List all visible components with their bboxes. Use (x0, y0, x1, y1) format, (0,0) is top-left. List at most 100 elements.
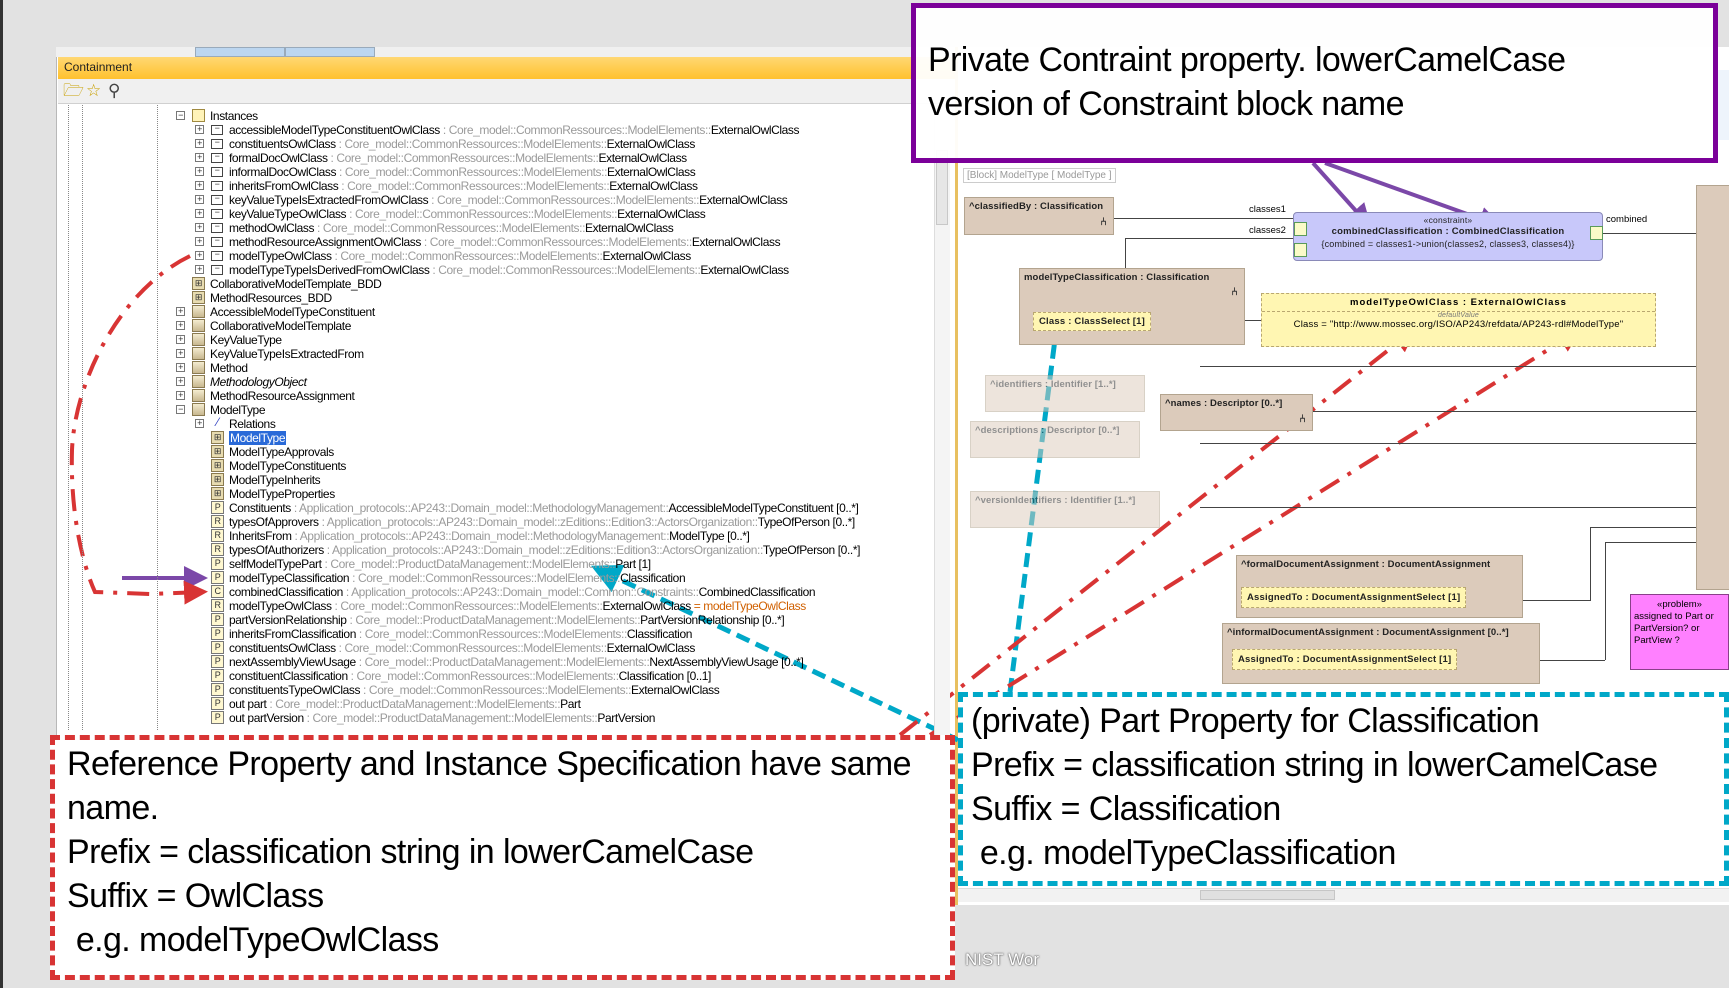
constraint-property[interactable]: «constraint» combinedClassification : Co… (1293, 212, 1603, 261)
port-classes1[interactable] (1294, 222, 1307, 236)
diagram-icon: ⊞ (211, 487, 224, 500)
element-name: typesOfApprovers (229, 515, 319, 529)
fork-icon: ⑃ (1100, 216, 1107, 228)
expand-icon[interactable]: + (195, 237, 204, 246)
part-property-icon: P (211, 697, 224, 710)
element-name: AccessibleModelTypeConstituent (210, 305, 375, 319)
tree-row-label: inheritsFromOwlClass : Core_model::Commo… (229, 179, 698, 193)
expand-icon[interactable]: + (195, 209, 204, 218)
element-name: Method (210, 361, 248, 375)
version-identifiers-part[interactable]: ^versionIdentifiers : Identifier [1..*] (970, 491, 1160, 528)
part-property-icon: P (211, 655, 224, 668)
instance-icon: − (211, 166, 223, 177)
assigned-to-slot[interactable]: AssignedTo : DocumentAssignmentSelect [1… (1232, 649, 1458, 670)
element-type: : Core_model::CommonRessources::ModelEle… (335, 137, 696, 151)
open-folder-icon[interactable]: 🗁 (63, 81, 85, 100)
names-part[interactable]: ^names : Descriptor [0..*] ⑃ (1160, 394, 1313, 431)
tree-guide (82, 105, 83, 730)
tree-row-label: KeyValueTypeIsExtractedFrom (210, 347, 364, 361)
collapse-icon[interactable]: − (176, 111, 185, 120)
panel-tab[interactable] (195, 47, 285, 57)
port-combined[interactable] (1590, 226, 1603, 240)
problem-note[interactable]: «problem» assigned to Part or PartVersio… (1630, 594, 1729, 670)
callout-line: e.g. modelTypeClassification (971, 834, 1397, 872)
expand-icon[interactable]: + (176, 377, 185, 386)
tree-row-label: nextAssemblyViewUsage : Core_model::Prod… (229, 655, 804, 669)
expand-icon[interactable]: + (176, 363, 185, 372)
diagram-icon: ⊞ (211, 431, 224, 444)
tree-row-label: MethodResourceAssignment (210, 389, 355, 403)
tree-row-label: typesOfAuthorizers : Application_protoco… (229, 543, 860, 557)
tree-row-label: methodOwlClass : Core_model::CommonResso… (229, 221, 674, 235)
callout-line: Prefix = classification string in lowerC… (67, 833, 754, 871)
expand-icon[interactable]: + (195, 195, 204, 204)
element-name: ModelTypeApprovals (229, 445, 334, 459)
note-text: assigned to Part or PartVersion? or Part… (1634, 611, 1714, 646)
tree-row-label: AccessibleModelTypeConstituent (210, 305, 375, 319)
expand-icon[interactable]: + (195, 223, 204, 232)
tree-row-label: constituentsOwlClass : Core_model::Commo… (229, 641, 695, 655)
collapse-icon[interactable]: − (176, 405, 185, 414)
tree-row-label: inheritsFromClassification : Core_model:… (229, 627, 692, 641)
element-name: ModelTypeInherits (229, 473, 321, 487)
expand-icon[interactable]: + (176, 335, 185, 344)
assigned-to-slot[interactable]: AssignedTo : DocumentAssignmentSelect [1… (1241, 587, 1467, 608)
part-property-icon: P (211, 557, 224, 570)
connector (1313, 411, 1696, 412)
expand-icon[interactable]: + (195, 265, 204, 274)
part-title: ^informalDocumentAssignment : DocumentAs… (1227, 627, 1509, 638)
diagram-scrollbar-thumb[interactable] (1200, 890, 1335, 900)
expand-icon[interactable]: + (195, 181, 204, 190)
element-name: modelTypeTypeIsDerivedFromOwlClass (229, 263, 430, 277)
part-property-icon: P (211, 641, 224, 654)
tree-scrollbar[interactable] (934, 105, 950, 900)
identifiers-part[interactable]: ^identifiers : Identifier [1..*] (985, 375, 1145, 412)
informal-document-assignment-part[interactable]: ^informalDocumentAssignment : DocumentAs… (1222, 623, 1540, 684)
instance-icon: − (211, 180, 223, 191)
element-name: modelTypeOwlClass (229, 249, 332, 263)
owner-block[interactable] (1696, 185, 1729, 590)
expand-icon[interactable]: + (176, 349, 185, 358)
connector (1200, 507, 1696, 508)
element-type: : Core_model::CommonRessources::ModelEle… (420, 235, 781, 249)
element-name: Constituents (229, 501, 291, 515)
connector (1114, 218, 1294, 219)
diagram-icon: ⊞ (192, 277, 205, 290)
panel-tab[interactable] (285, 47, 375, 57)
element-name: ModelTypeProperties (229, 487, 335, 501)
expand-icon[interactable]: + (195, 419, 204, 428)
model-type-owl-class-instance[interactable]: modelTypeOwlClass : ExternalOwlClass def… (1261, 293, 1656, 347)
expand-icon[interactable]: + (195, 153, 204, 162)
element-name: modelTypeOwlClass (229, 599, 332, 613)
expand-icon[interactable]: + (176, 391, 185, 400)
footer-text: NIST Wor (965, 950, 1039, 969)
fork-icon: ⑃ (1231, 286, 1238, 298)
element-name: typesOfAuthorizers (229, 543, 324, 557)
model-type-classification-part[interactable]: modelTypeClassification : Classification… (1019, 268, 1245, 345)
search-icon[interactable]: ⚲ (108, 81, 121, 100)
expand-icon[interactable]: + (195, 251, 204, 260)
expand-icon[interactable]: + (195, 125, 204, 134)
formal-document-assignment-part[interactable]: ^formalDocumentAssignment : DocumentAssi… (1236, 555, 1523, 618)
class-icon (192, 305, 205, 318)
element-type: : Core_model::CommonRessources::ModelEle… (349, 571, 686, 585)
element-type: : Core_model::CommonRessources::ModelEle… (314, 221, 674, 235)
constraint-property-icon: C (211, 585, 224, 598)
tree-row-label: partVersionRelationship : Core_model::Pr… (229, 613, 785, 627)
classified-by-part[interactable]: ^classifiedBy : Classification ⑃ (964, 197, 1114, 235)
expand-icon[interactable]: + (176, 321, 185, 330)
slot-value: Class = "http://www.mossec.org/ISO/AP243… (1293, 319, 1624, 330)
descriptions-part[interactable]: ^descriptions : Descriptor [0..*] (970, 421, 1140, 458)
port-classes2[interactable] (1294, 243, 1307, 257)
tree-row-label: InheritsFrom : Application_protocols::AP… (229, 529, 750, 543)
diagram-scrollbar[interactable] (958, 888, 1729, 902)
star-icon[interactable]: ☆ (86, 81, 102, 100)
tree-row-label: formalDocOwlClass : Core_model::CommonRe… (229, 151, 687, 165)
part-property-callout: (private) Part Property for Classificati… (958, 692, 1729, 886)
connector (1540, 660, 1605, 661)
expand-icon[interactable]: + (195, 167, 204, 176)
element-name: ModelTypeConstituents (229, 459, 347, 473)
class-slot[interactable]: Class : ClassSelect [1] (1033, 312, 1151, 331)
expand-icon[interactable]: + (176, 307, 185, 316)
expand-icon[interactable]: + (195, 139, 204, 148)
